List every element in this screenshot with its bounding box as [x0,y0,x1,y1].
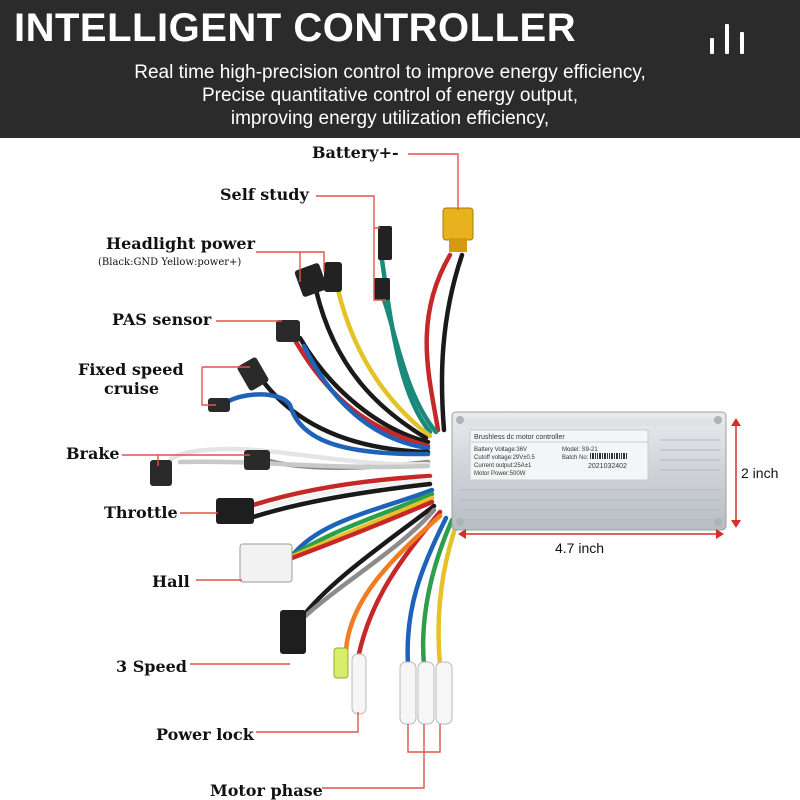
nameplate-battery-voltage: Battery Voltage:36V [474,447,527,453]
width-dimension: 4.7 inch [555,540,604,556]
connectors [150,207,474,725]
headlight-connector [294,263,328,297]
label-self-study: Self study [220,185,309,204]
nameplate-cutoff-voltage: Cutoff voltage:29V±0.5 [474,455,536,461]
label-throttle: Throttle [104,503,178,522]
part-labels: Battery+- Self study Headlight power (Bl… [66,143,399,800]
nameplate-current-output: Current output:25A±1 [474,463,532,469]
throttle-connector [216,498,254,524]
self-study-connector [378,226,392,260]
nameplate-title: Brushless dc motor controller [474,434,565,441]
subtitle-line-2: Precise quantitative control of energy o… [201,85,578,106]
leader-lines [122,153,459,789]
wiring-diagram: Brushless dc motor controller Battery Vo… [66,143,778,800]
nameplate-label [469,429,649,481]
brake-connector [244,450,270,470]
nameplate-model: Model: S9-21 [562,447,598,453]
label-power-lock: Power lock [156,725,255,744]
nameplate-batch-label: Batch No: [562,455,589,461]
label-cruise-line-1: Fixed speed [78,360,184,379]
height-dimension: 2 inch [741,465,778,481]
motor-phase-connector [399,661,417,725]
label-hall: Hall [152,572,190,591]
subtitle-line-1: Real time high-precision control to impr… [134,62,646,83]
wire-harness [161,252,465,668]
hall-connector [239,543,293,583]
label-headlight-note: (Black:GND Yellow:power+) [98,257,241,268]
label-battery: Battery+- [312,143,399,162]
dimension-markers: 2 inch 4.7 inch [458,418,778,556]
label-motor-phase: Motor phase [210,781,323,800]
barcode-icon [590,453,627,459]
header-banner: INTELLIGENT CONTROLLER Real time high-pr… [0,0,800,138]
label-headlight: Headlight power [106,234,256,253]
label-cruise-line-2: cruise [104,379,159,398]
label-3-speed: 3 Speed [116,657,187,676]
battery-connector [442,207,474,241]
cruise-connector [237,357,269,391]
label-pas-sensor: PAS sensor [112,310,212,329]
power-lock-connector [333,647,349,679]
pas-connector [276,320,300,342]
subtitle-line-3: improving energy utilization efficiency, [230,108,550,129]
controller-housing: Brushless dc motor controller Battery Vo… [451,411,727,531]
nameplate-batch-number: 2021032402 [588,463,627,470]
signal-bars-icon [706,18,750,54]
page-title: INTELLIGENT CONTROLLER [14,6,577,50]
nameplate-motor-power: Motor Power:500W [474,471,526,477]
speed3-connector [280,610,306,654]
label-brake: Brake [66,444,120,463]
